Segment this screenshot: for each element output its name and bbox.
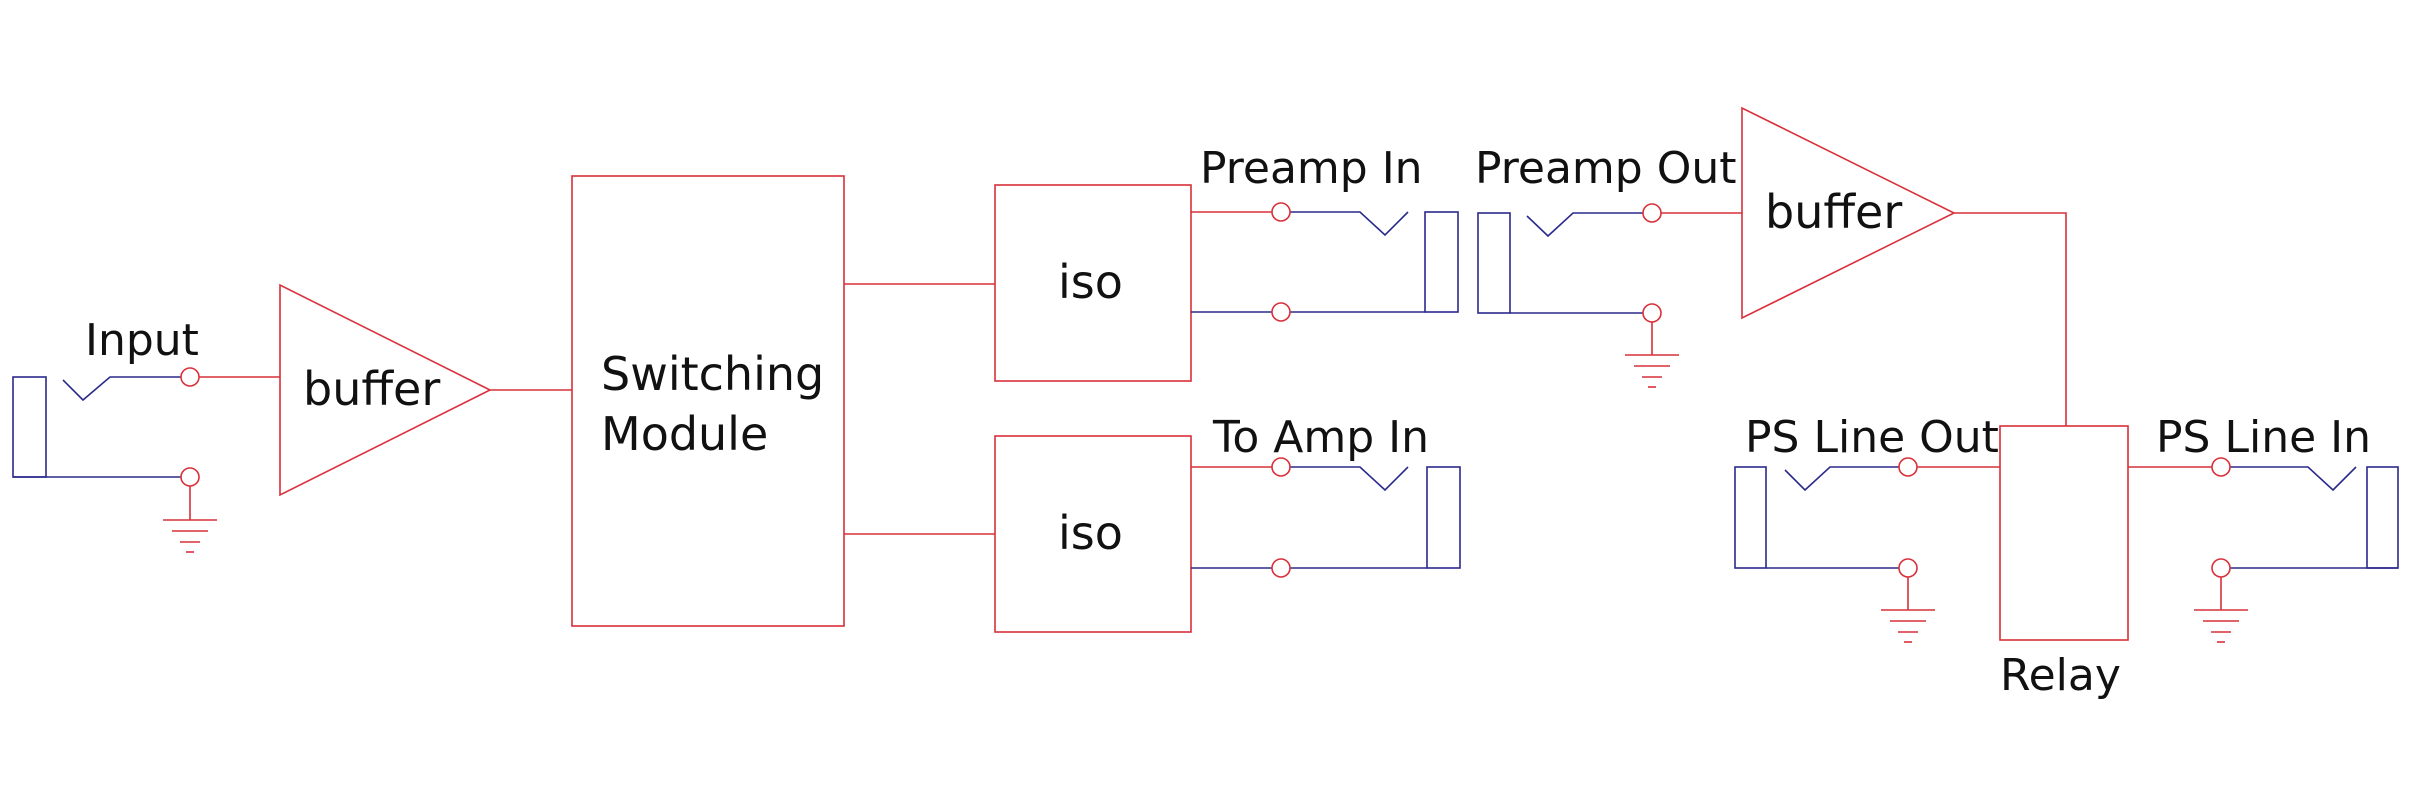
- ps-line-in-ground-symbol: [2194, 609, 2248, 643]
- ps-line-in-tip-contact: [2230, 466, 2357, 492]
- ps-line-in-jack-sleeve: [2366, 466, 2399, 569]
- input-jack-tip-contact: [62, 376, 190, 402]
- input-ground-node: [180, 467, 200, 487]
- ps-line-out-ground-symbol: [1881, 609, 1935, 643]
- preamp-out-ground-node: [1642, 303, 1662, 323]
- preamp-in-jack-sleeve: [1424, 211, 1459, 313]
- iso-bottom-box: [994, 435, 1192, 633]
- input-label: Input: [85, 315, 199, 366]
- iso-bottom-label: iso: [1058, 506, 1123, 560]
- to-amp-in-jack-sleeve: [1426, 466, 1461, 569]
- to-amp-in-ground-node: [1271, 558, 1291, 578]
- preamp-out-tip-contact: [1526, 212, 1652, 238]
- ps-line-out-tip-contact: [1784, 466, 1908, 492]
- preamp-in-tip-contact: [1281, 211, 1409, 237]
- to-amp-in-jack: To Amp In: [1191, 412, 1461, 578]
- input-buffer: buffer: [279, 283, 492, 497]
- input-tip-node: [180, 367, 200, 387]
- relay-label: Relay: [2000, 650, 2121, 701]
- wire-buffer-to-relay: [1954, 212, 2067, 426]
- ps-line-out-jack-sleeve: [1734, 466, 1767, 569]
- switching-module: Switching Module: [571, 175, 845, 627]
- ps-line-out-ground-node: [1898, 558, 1918, 578]
- switching-module-label-line2: Module: [601, 407, 768, 461]
- input-jack-sleeve: [12, 376, 47, 478]
- ps-line-in-ground-node: [2211, 558, 2231, 578]
- preamp-in-ground-node: [1271, 302, 1291, 322]
- ps-line-out-label: PS Line Out: [1745, 412, 1999, 463]
- to-amp-in-tip-node: [1271, 457, 1291, 477]
- input-jack: Input: [12, 315, 217, 553]
- iso-bottom: iso: [994, 435, 1192, 633]
- ps-line-out-jack: PS Line Out: [1734, 412, 2000, 643]
- iso-top-label: iso: [1058, 255, 1123, 309]
- ps-line-out-tip-node: [1898, 457, 1918, 477]
- preamp-out-ground-symbol: [1625, 354, 1679, 388]
- ps-line-in-jack: PS Line In: [2128, 412, 2399, 643]
- preamp-out-tip-node: [1642, 203, 1662, 223]
- preamp-in-tip-node: [1271, 202, 1291, 222]
- preamp-in-label: Preamp In: [1200, 143, 1423, 194]
- iso-top: iso: [994, 184, 1192, 382]
- preamp-out-jack: Preamp Out: [1475, 143, 1736, 388]
- output-buffer-triangle: [1741, 106, 1956, 320]
- switching-module-box: [571, 175, 845, 627]
- preamp-in-jack: Preamp In: [1191, 143, 1459, 322]
- iso-top-box: [994, 184, 1192, 382]
- input-ground-symbol: [163, 519, 217, 553]
- input-buffer-label: buffer: [303, 362, 440, 416]
- input-buffer-triangle: [279, 283, 492, 497]
- preamp-out-label: Preamp Out: [1475, 143, 1736, 194]
- ps-line-in-tip-node: [2211, 457, 2231, 477]
- ps-line-in-label: PS Line In: [2156, 412, 2371, 463]
- output-buffer: buffer: [1741, 106, 1956, 320]
- output-buffer-label: buffer: [1765, 185, 1902, 239]
- to-amp-in-label: To Amp In: [1212, 412, 1429, 463]
- relay-box: [1999, 425, 2129, 641]
- relay: Relay: [1999, 425, 2129, 701]
- to-amp-in-tip-contact: [1281, 466, 1409, 492]
- switching-module-label-line1: Switching: [601, 347, 824, 401]
- preamp-out-jack-sleeve: [1477, 212, 1511, 314]
